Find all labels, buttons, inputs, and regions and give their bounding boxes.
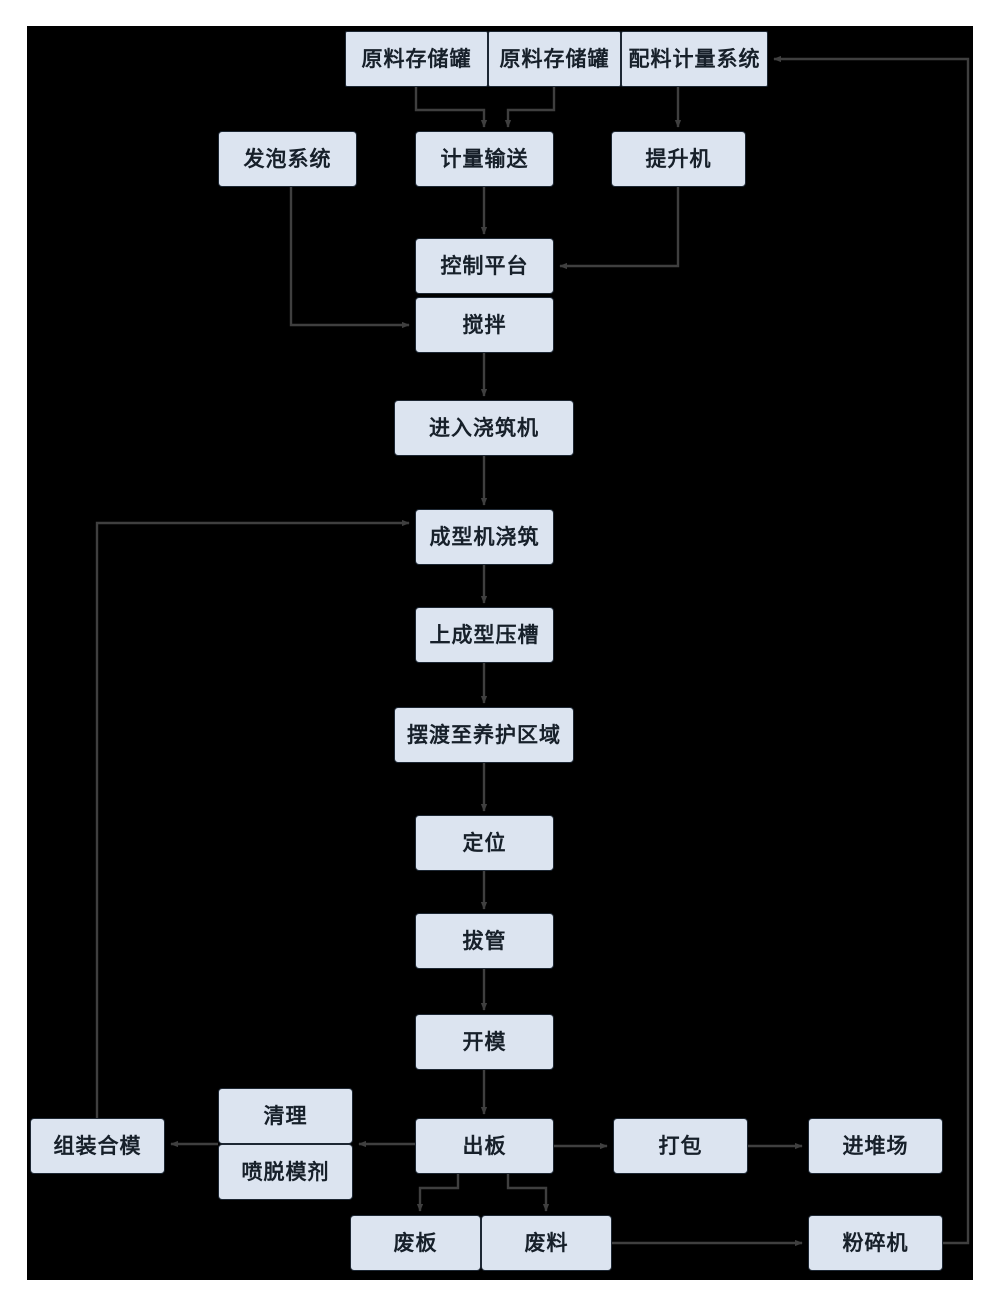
node-packing[interactable]: 打包: [613, 1118, 748, 1174]
node-label: 控制平台: [440, 253, 529, 278]
node-label: 开模: [462, 1029, 507, 1054]
node-label: 定位: [462, 830, 507, 855]
node-control-platform[interactable]: 控制平台: [415, 238, 554, 294]
node-label: 拔管: [462, 928, 507, 953]
node-batching-metering-system[interactable]: 配料计量系统: [621, 31, 768, 87]
node-pipe-pulling[interactable]: 拔管: [415, 913, 554, 969]
node-label: 原料存储罐: [361, 46, 472, 71]
node-label: 粉碎机: [842, 1230, 909, 1255]
node-hoist[interactable]: 提升机: [611, 131, 746, 187]
node-label: 原料存储罐: [499, 46, 610, 71]
node-waste-material[interactable]: 废料: [481, 1215, 612, 1271]
node-label: 清理: [263, 1103, 308, 1128]
node-raw-material-tank-2[interactable]: 原料存储罐: [488, 31, 621, 87]
node-label: 提升机: [645, 146, 712, 171]
node-label: 喷脱模剂: [241, 1159, 330, 1184]
node-mixing[interactable]: 搅拌: [415, 297, 554, 353]
node-waste-board[interactable]: 废板: [350, 1215, 481, 1271]
node-label: 出板: [462, 1133, 507, 1158]
node-upper-forming-press-groove[interactable]: 上成型压槽: [415, 607, 554, 663]
node-label: 废料: [524, 1230, 569, 1255]
node-raw-material-tank-1[interactable]: 原料存储罐: [345, 31, 488, 87]
node-board-output[interactable]: 出板: [415, 1118, 554, 1174]
node-mold-opening[interactable]: 开模: [415, 1014, 554, 1070]
node-label: 组装合模: [53, 1133, 142, 1158]
node-label: 废板: [393, 1230, 438, 1255]
node-label: 发泡系统: [243, 146, 332, 171]
node-assemble-mold[interactable]: 组装合模: [30, 1118, 165, 1174]
node-positioning[interactable]: 定位: [415, 815, 554, 871]
node-label: 成型机浇筑: [429, 524, 540, 549]
node-foaming-system[interactable]: 发泡系统: [218, 131, 357, 187]
node-label: 进入浇筑机: [429, 415, 539, 440]
node-label: 搅拌: [462, 312, 507, 337]
node-label: 进堆场: [842, 1133, 909, 1158]
node-cleaning[interactable]: 清理: [218, 1088, 353, 1144]
node-enter-casting-machine[interactable]: 进入浇筑机: [394, 400, 574, 456]
node-ferry-to-curing-area[interactable]: 摆渡至养护区域: [394, 707, 574, 763]
node-enter-stockyard[interactable]: 进堆场: [808, 1118, 943, 1174]
node-spray-release-agent[interactable]: 喷脱模剂: [218, 1144, 353, 1200]
node-label: 计量输送: [440, 146, 529, 171]
node-crusher[interactable]: 粉碎机: [808, 1215, 943, 1271]
node-forming-machine-casting[interactable]: 成型机浇筑: [415, 509, 554, 565]
node-label: 上成型压槽: [429, 622, 540, 647]
node-metering-conveying[interactable]: 计量输送: [415, 131, 554, 187]
node-label: 打包: [658, 1133, 703, 1158]
node-label: 摆渡至养护区域: [407, 722, 561, 747]
node-label: 配料计量系统: [628, 46, 761, 71]
